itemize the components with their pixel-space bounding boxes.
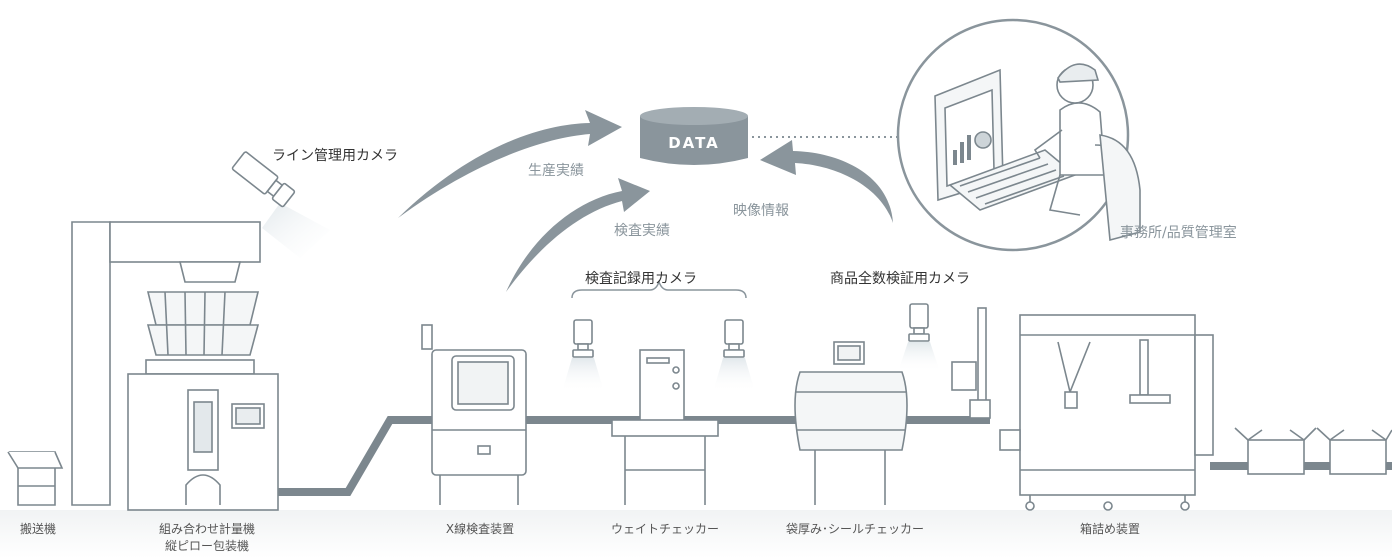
outgoing-box-right-icon <box>1316 427 1392 475</box>
machine-label-checkweigher: ウェイトチェッカー <box>610 522 719 536</box>
inspection-camera-right-icon <box>713 319 755 392</box>
line-camera-icon <box>231 151 330 258</box>
verification-camera-label: 商品全数検証用カメラ <box>830 271 970 287</box>
line-camera-label: ライン管理用カメラ <box>272 148 398 164</box>
verification-camera-icon <box>898 303 940 372</box>
video-info-label: 映像情報 <box>733 203 789 219</box>
machine-label-xray: X線検査装置 <box>445 522 515 536</box>
production-results-label: 生産実績 <box>528 163 584 179</box>
camera-bracket <box>571 279 747 299</box>
case-packer-machine <box>951 307 1214 511</box>
office-label: 事務所/品質管理室 <box>1120 225 1237 241</box>
weigher-packer-machine <box>71 221 279 511</box>
machine-label-weigher: 組み合わせ計量機 <box>158 522 255 536</box>
flow-arrows <box>398 110 893 292</box>
machine-label-seal-checker: 袋厚み･シールチェッカー <box>785 522 924 536</box>
office-illustration <box>896 18 1141 252</box>
outgoing-box-left-icon <box>1234 427 1317 475</box>
inspection-results-label: 検査実績 <box>614 223 670 239</box>
floor-band <box>0 510 1392 558</box>
machine-label-case-packer: 箱詰め装置 <box>1079 522 1140 536</box>
machine-label-packer: 縦ピロー包装機 <box>164 539 249 553</box>
seal-checker-machine <box>794 341 908 505</box>
arrow-inspection-results <box>506 178 650 292</box>
inspection-camera-left-icon <box>562 319 604 392</box>
arrow-production-results <box>398 110 622 218</box>
database-label: DATA <box>668 134 720 152</box>
inspection-camera-label: 検査記録用カメラ <box>585 271 697 287</box>
checkweigher-machine <box>611 349 719 505</box>
xray-machine <box>421 324 527 505</box>
conveyor-box-icon <box>7 451 64 506</box>
arrow-video-info <box>760 140 893 223</box>
machine-label-conveyor: 搬送機 <box>19 522 56 536</box>
database-icon <box>640 107 748 165</box>
